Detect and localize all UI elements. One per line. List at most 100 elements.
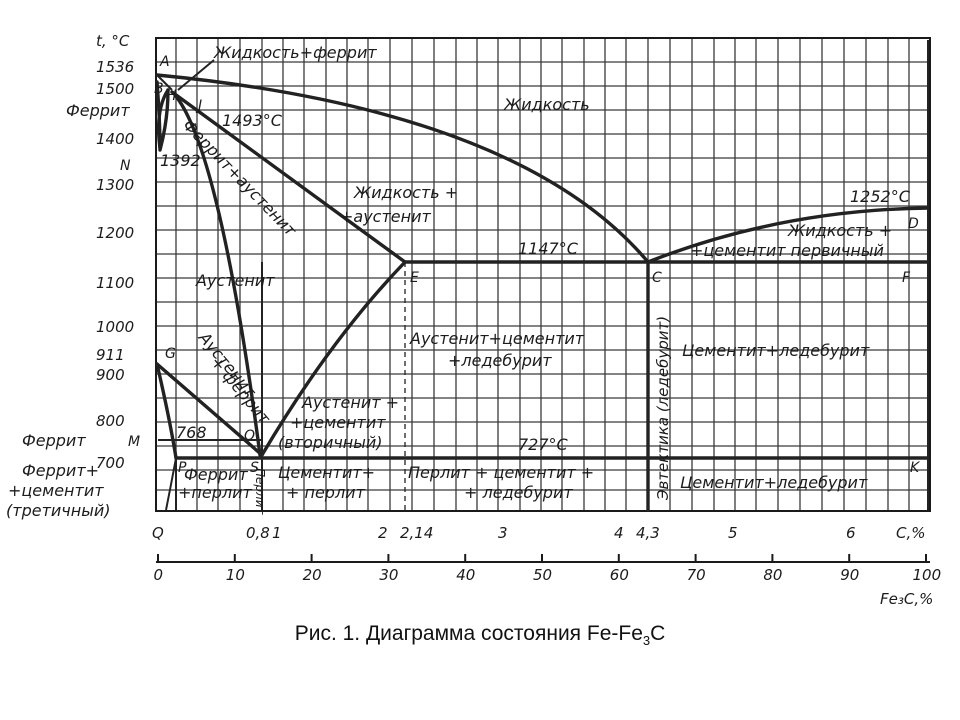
x-tick-label: Q <box>152 524 164 542</box>
region-aus-cem-led-2: +ледебурит <box>448 351 552 370</box>
y-tick-label: 1100 <box>96 274 134 292</box>
phase-lines <box>155 40 930 512</box>
x-tick-label: 4 <box>614 524 624 542</box>
line-jn <box>173 93 262 457</box>
region-ferrite-pearlite-2: +перлит <box>178 483 252 502</box>
region-ferrite-tert-2: +цементит <box>8 481 104 500</box>
region-eutectic: Эвтектика (ледебурит) <box>654 316 672 501</box>
temp-727: 727°C <box>518 435 569 454</box>
region-pear-cem-led-2: + ледебурит <box>464 483 573 502</box>
x-tick-label: 1 <box>272 524 282 542</box>
liquidus-abc <box>155 73 650 264</box>
region-labels: Жидкость+феррит Жидкость Феррит Феррит+а… <box>6 43 892 520</box>
region-pearlite: Перлит <box>253 468 267 515</box>
y-tick-label: 911 <box>96 346 125 364</box>
region-liquid-cementite-1: Жидкость + <box>787 221 892 240</box>
point-s: S <box>250 460 259 476</box>
caption-suffix: C <box>650 622 666 645</box>
x2-tick-label: 20 <box>303 566 322 584</box>
point-labels: A H J B N E C F D G P S O M K <box>120 54 921 476</box>
line-ab <box>156 74 173 91</box>
point-m: M <box>128 434 140 450</box>
caption-prefix: Рис. 1. Диаграмма состояния Fe-Fe <box>294 622 643 645</box>
x2-tick-label: 80 <box>763 566 782 584</box>
region-austenite: Аустенит <box>195 271 275 290</box>
leader-liquid-ferrite <box>177 59 215 91</box>
x2-axis-title: Fe₃C,% <box>880 590 933 608</box>
y-tick-label: 1536 <box>96 58 134 76</box>
temp-1493: 1493°C <box>222 111 283 130</box>
x2-tick-label: 40 <box>456 566 475 584</box>
x2-tick-label: 50 <box>533 566 552 584</box>
x-tick-label: 0,8 <box>246 524 270 542</box>
region-ferrite-tert-1: Феррит+ <box>22 461 99 480</box>
y-tick-label: 1500 <box>96 80 134 98</box>
region-aus-cem-led-1: Аустенит+цементит <box>409 329 585 348</box>
y-tick-label: 1300 <box>96 176 134 194</box>
region-liquid-austenite-2: +аустенит <box>340 207 432 226</box>
y-tick-label: 1200 <box>96 224 134 242</box>
delta-ferrite-region <box>155 80 170 152</box>
region-cem-pearlite-2: + перлит <box>286 483 366 502</box>
line-es <box>260 260 407 457</box>
point-e: E <box>410 270 419 286</box>
x2-tick-label: 90 <box>840 566 859 584</box>
region-aus-cem-sec-3: (вторичный) <box>278 433 383 452</box>
temperature-labels: 1493°C 1392 1147°C 1252°C 727°C 768 <box>160 111 911 454</box>
point-c: C <box>652 270 662 286</box>
point-j: J <box>195 98 202 114</box>
point-k: K <box>910 460 921 476</box>
region-aus-cem-sec-2: +цементит <box>290 413 386 432</box>
x2-tick-label: 70 <box>687 566 706 584</box>
temp-768: 768 <box>176 423 207 442</box>
point-h: H <box>166 88 177 104</box>
x2-tick-labels: 0 10 20 30 40 50 60 70 80 90 100 <box>154 566 942 584</box>
temp-1252: 1252°C <box>850 187 911 206</box>
plot-frame <box>155 37 931 512</box>
liquidus-cd <box>646 206 930 264</box>
line-pq <box>165 457 177 511</box>
point-o: O <box>244 428 255 444</box>
x-tick-label: 2,14 <box>400 524 433 542</box>
temp-1392: 1392 <box>160 151 201 170</box>
region-pear-cem-led-1: Перлит + цементит + <box>408 463 594 482</box>
x2-tick-label: 10 <box>226 566 245 584</box>
region-cem-led-lower: Цементит+ледебурит <box>680 473 868 492</box>
y-tick-label: 1400 <box>96 130 134 148</box>
y-tick-label: 700 <box>96 454 125 472</box>
point-f: F <box>902 270 911 286</box>
point-b: B <box>154 81 164 97</box>
x2-tick-label: 100 <box>913 566 942 584</box>
region-ferrite-tert-3: (третичный) <box>6 501 110 520</box>
solidus-je <box>170 90 407 264</box>
x2-axis: 0 10 20 30 40 50 60 70 80 90 100 Fe₃C,% <box>154 554 942 608</box>
temp-1147: 1147°C <box>518 239 579 258</box>
caption-subscript: 3 <box>642 633 651 649</box>
point-a: A <box>159 54 170 70</box>
x-tick-label: 6 <box>846 524 856 542</box>
x2-tick-label: 60 <box>610 566 629 584</box>
x2-tick-marks <box>157 554 927 562</box>
figure-caption: Рис. 1. Диаграмма состояния Fe-Fe3C <box>0 622 960 648</box>
line-gp <box>155 362 178 460</box>
y-axis-title: t, °C <box>96 32 130 50</box>
x2-tick-label: 0 <box>154 566 164 584</box>
x-tick-label: 5 <box>728 524 738 542</box>
x-tick-label: 2 <box>378 524 388 542</box>
region-ferrite: Феррит <box>66 101 130 120</box>
region-liquid-cementite-2: +цементит первичный <box>690 241 884 260</box>
x-tick-label: 4,3 <box>636 524 660 542</box>
region-ferrite-left: Феррит <box>22 431 86 450</box>
region-ferrite-pearlite-1: Феррит <box>184 465 248 484</box>
region-aus-cem-sec-1: Аустенит + <box>301 393 399 412</box>
point-d: D <box>908 216 919 232</box>
y-tick-label: 900 <box>96 366 125 384</box>
y-axis: t, °C 1536150014001300120011001000911900… <box>96 32 134 472</box>
region-liquid-austenite-1: Жидкость + <box>353 183 458 202</box>
y-tick-label: 800 <box>96 412 125 430</box>
x2-tick-label: 30 <box>379 566 398 584</box>
